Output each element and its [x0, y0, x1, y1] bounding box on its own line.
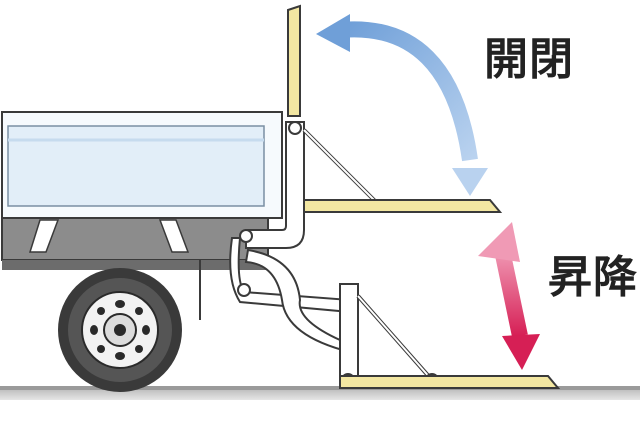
platform-lowered	[339, 375, 561, 389]
ground	[0, 386, 640, 400]
vertical-double-arrow-icon	[478, 222, 540, 370]
wheel-icon	[58, 268, 182, 392]
curved-double-arrow-icon	[316, 14, 488, 196]
truck-body	[1, 111, 283, 320]
platform-closed	[287, 4, 301, 117]
lift-linkage	[229, 237, 355, 359]
lower-mast	[339, 283, 439, 389]
platform-open-upper	[303, 199, 503, 213]
raise-lower-label: 昇降	[548, 252, 638, 303]
open-close-label: 開閉	[484, 34, 574, 85]
